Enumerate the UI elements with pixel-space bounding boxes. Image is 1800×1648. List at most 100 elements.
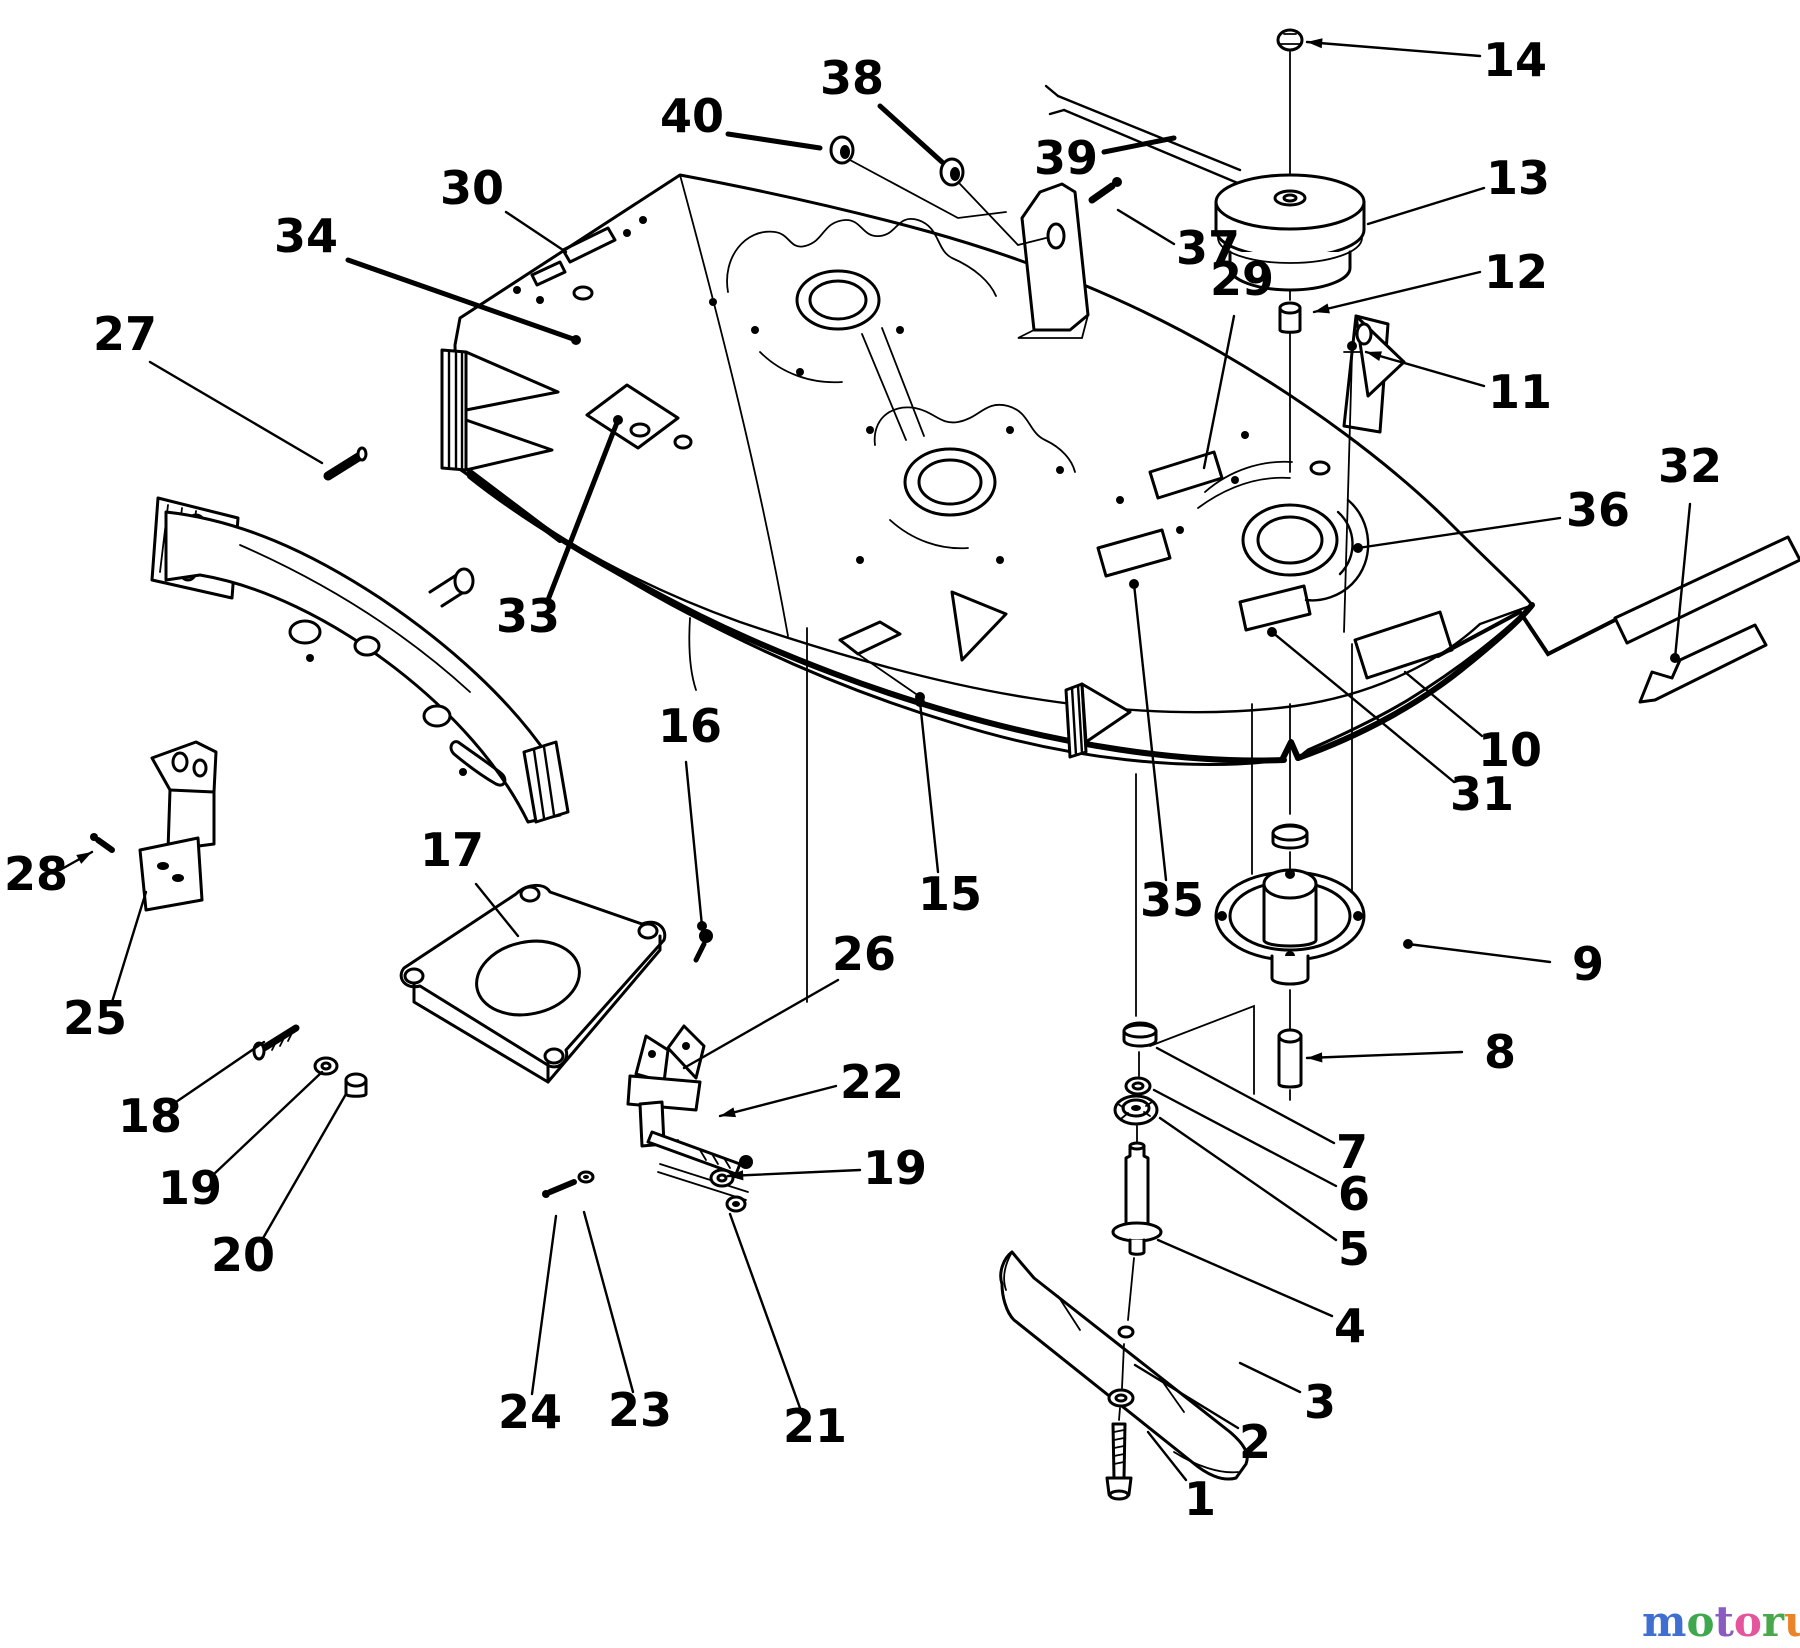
callout-28: 28 [4, 847, 94, 901]
callout-4: 4 [1156, 1238, 1366, 1353]
callout-33: 33 [496, 415, 623, 643]
cap-nut [1276, 28, 1304, 52]
callout-label-15: 15 [918, 867, 982, 921]
callout-32: 32 [1658, 439, 1722, 663]
callout-label-24: 24 [498, 1385, 562, 1439]
discharge-bracket [1436, 535, 1800, 704]
callout-label-8: 8 [1484, 1025, 1516, 1079]
callout-label-25: 25 [63, 991, 127, 1045]
arm-pin [323, 446, 368, 481]
callout-label-3: 3 [1304, 1375, 1336, 1429]
callout-14: 14 [1305, 33, 1547, 87]
watermark-text: motoruf.de [1642, 1597, 1800, 1646]
hinge-bracket [626, 1024, 753, 1213]
callout-22: 22 [718, 1055, 904, 1118]
callout-37: 37 [1116, 208, 1240, 275]
deck-decals [530, 226, 1454, 680]
blade [999, 1250, 1249, 1481]
callout-label-22: 22 [840, 1055, 904, 1109]
skirt-brackets [838, 590, 1132, 759]
plate-hardware-left [252, 1024, 368, 1098]
callout-label-35: 35 [1140, 873, 1204, 927]
blade-bolt [1105, 1422, 1133, 1501]
cup-washer-blade [1122, 1021, 1158, 1048]
spacer-lower [1277, 1028, 1303, 1089]
callout-10: 10 [1403, 670, 1542, 777]
right-wedge-bracket [1342, 314, 1406, 434]
callout-17: 17 [420, 823, 520, 938]
callout-label-20: 20 [211, 1228, 275, 1282]
spacer-upper [1278, 301, 1302, 334]
callout-12: 12 [1312, 245, 1548, 314]
hanger-bracket [90, 740, 218, 912]
callout-label-21: 21 [783, 1399, 847, 1453]
idler-bracket [1017, 182, 1090, 339]
spindle-shaft [1111, 1141, 1163, 1256]
blade-spindle-group [999, 773, 1255, 1501]
flange-nut-left [829, 135, 855, 165]
blade-washer [1107, 1388, 1135, 1408]
callout-8: 8 [1305, 1025, 1516, 1079]
callout-26: 26 [682, 927, 896, 1070]
callout-23: 23 [582, 1210, 672, 1437]
deck-slot-holes [572, 285, 1331, 476]
spindle-housing [1214, 868, 1366, 986]
callout-1: 1 [1146, 1430, 1216, 1526]
callout-label-26: 26 [832, 927, 896, 981]
spline-washer [1113, 1094, 1159, 1126]
callout-label-11: 11 [1488, 365, 1552, 419]
callout-label-39: 39 [1034, 131, 1098, 185]
callout-38: 38 [820, 51, 945, 165]
callout-label-13: 13 [1486, 151, 1550, 205]
callout-label-19: 19 [863, 1141, 927, 1195]
callout-label-10: 10 [1478, 723, 1542, 777]
callout-label-5: 5 [1338, 1222, 1370, 1276]
callout-5: 5 [1158, 1116, 1370, 1276]
callout-29: 29 [1202, 252, 1274, 470]
watermark: motoruf.de [1642, 1597, 1800, 1646]
callout-19: 19 [726, 1141, 927, 1195]
callout-35: 35 [1129, 579, 1204, 927]
callout-21: 21 [728, 1212, 847, 1453]
deck-shell [440, 173, 1800, 1003]
callout-label-23: 23 [608, 1383, 672, 1437]
cup-washer-upper [1271, 823, 1309, 850]
callout-7: 7 [1155, 1046, 1368, 1179]
callout-label-17: 17 [420, 823, 484, 877]
callout-label-29: 29 [1210, 252, 1274, 306]
callout-25: 25 [63, 890, 148, 1045]
callout-label-37: 37 [1176, 221, 1240, 275]
callout-18: 18 [118, 1040, 266, 1143]
callout-40: 40 [660, 89, 823, 151]
callout-label-6: 6 [1338, 1167, 1370, 1221]
idler-bolt [1088, 177, 1122, 204]
hinge-hardware-lower [542, 1170, 595, 1198]
callout-label-2: 2 [1239, 1415, 1271, 1469]
callout-label-12: 12 [1484, 245, 1548, 299]
callout-label-27: 27 [93, 307, 157, 361]
callout-label-38: 38 [820, 51, 884, 105]
callout-15: 15 [915, 697, 982, 921]
callout-30: 30 [440, 161, 568, 254]
callout-label-14: 14 [1483, 33, 1547, 87]
callout-34: 34 [274, 209, 581, 345]
callout-label-7: 7 [1336, 1125, 1368, 1179]
suspension-arm [150, 446, 570, 824]
callout-11: 11 [1364, 350, 1552, 419]
flange-nut-right [939, 157, 965, 187]
mount-plate [252, 884, 753, 1213]
plate-bolt [693, 929, 713, 963]
spindle-ring-right [1241, 498, 1370, 602]
callout-6: 6 [1152, 1088, 1370, 1221]
pulley [1214, 173, 1366, 292]
callout-label-4: 4 [1334, 1299, 1366, 1353]
callout-label-34: 34 [274, 209, 338, 263]
callout-label-40: 40 [660, 89, 724, 143]
hanger-bolt [90, 833, 115, 853]
callout-label-30: 30 [440, 161, 504, 215]
callout-label-32: 32 [1658, 439, 1722, 493]
flat-washer [1124, 1076, 1152, 1096]
callout-label-31: 31 [1450, 767, 1514, 821]
